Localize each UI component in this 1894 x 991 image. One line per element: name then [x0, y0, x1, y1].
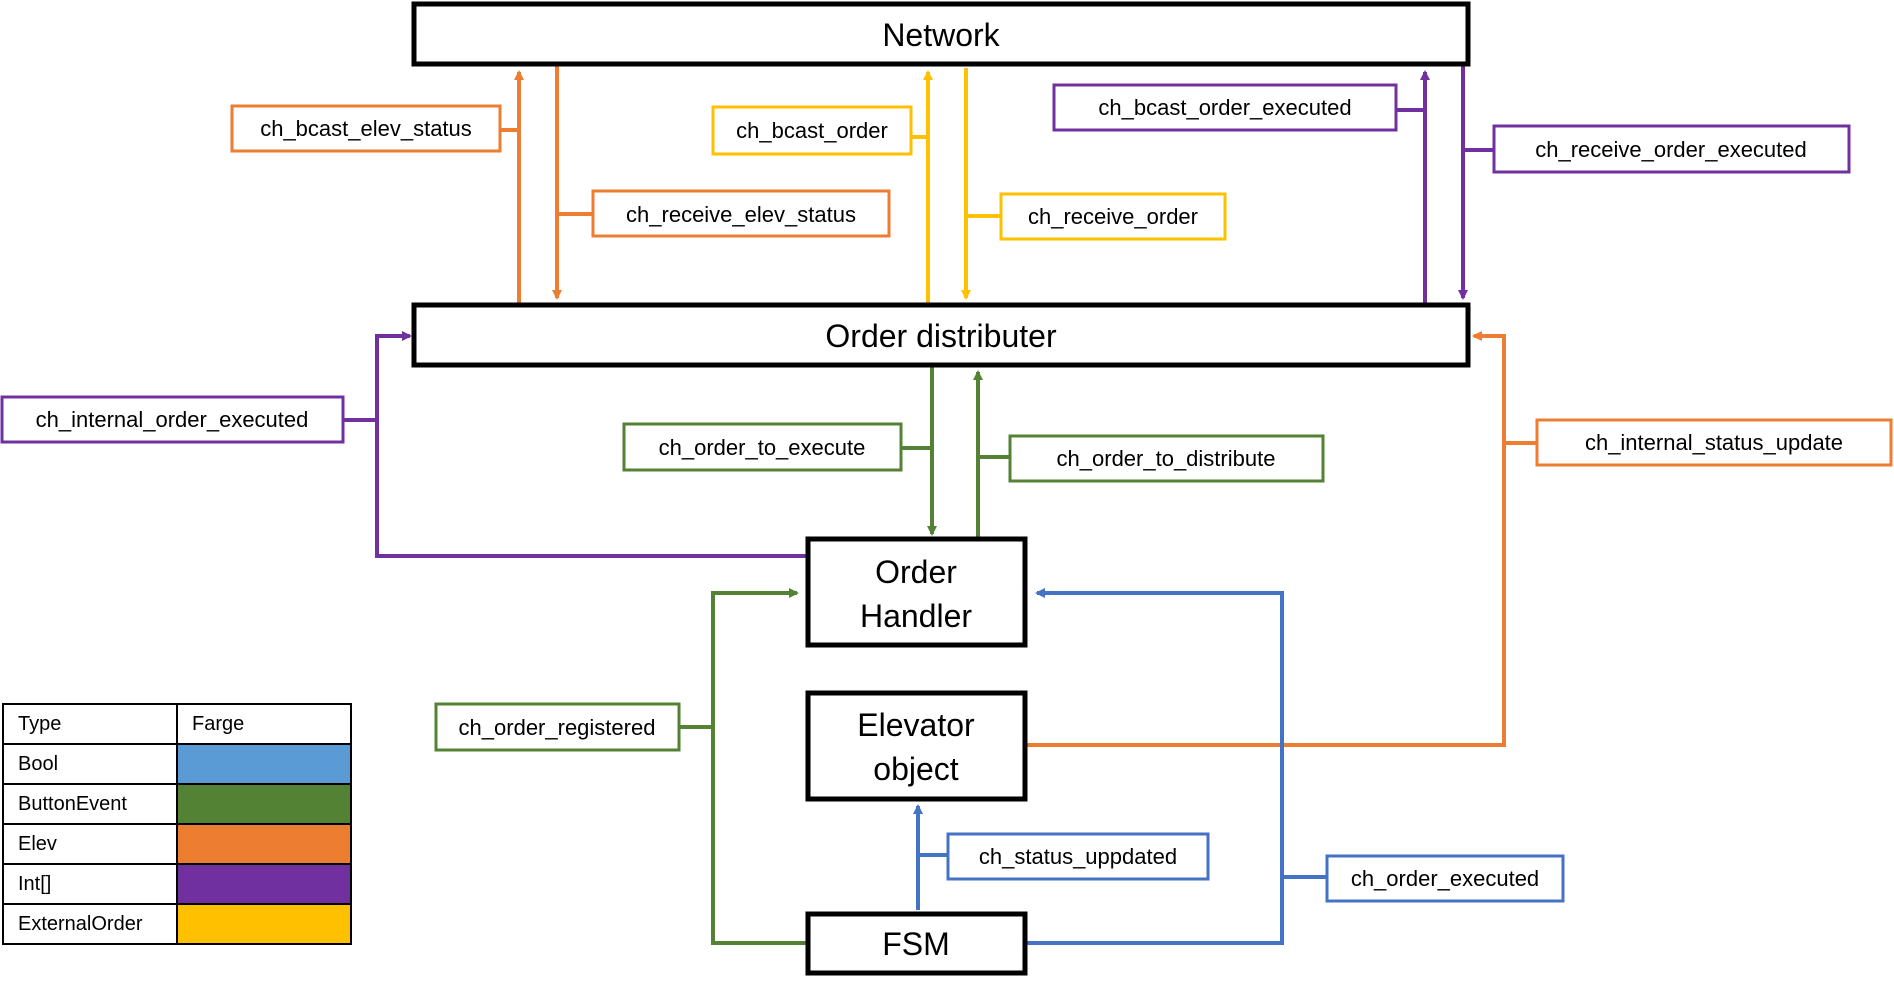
label-bcast-elev-status: ch_bcast_elev_status [230, 104, 502, 153]
legend-color-swatch [176, 863, 352, 905]
node-fsm: FSM [805, 911, 1028, 976]
svg-text:ch_receive_order_executed: ch_receive_order_executed [1535, 137, 1807, 162]
legend-type: Int[] [2, 863, 178, 905]
legend-color-swatch [176, 823, 352, 865]
label-order-to-distribute: ch_order_to_distribute [1008, 434, 1325, 483]
svg-text:ch_order_registered: ch_order_registered [459, 715, 656, 740]
label-receive-order-executed: ch_receive_order_executed [1492, 124, 1851, 174]
edge-internal-status-update [1026, 331, 1506, 747]
svg-text:ch_receive_elev_status: ch_receive_elev_status [626, 202, 856, 227]
svg-text:ch_status_uppdated: ch_status_uppdated [979, 844, 1177, 869]
label-internal-status-update: ch_internal_status_update [1535, 418, 1893, 467]
legend-header-color: Farge [176, 703, 352, 745]
label-receive-elev-status: ch_receive_elev_status [591, 189, 891, 238]
channel-labels: ch_bcast_elev_status ch_receive_elev_sta… [0, 83, 1893, 903]
legend-header-type: Type [2, 703, 178, 745]
label-receive-order: ch_receive_order [999, 192, 1227, 241]
node-order-handler-label-line1: Order [875, 554, 957, 590]
legend-row: Elev [2, 823, 352, 865]
svg-text:ch_order_to_execute: ch_order_to_execute [659, 435, 866, 460]
connectors [343, 66, 1537, 945]
edge-order-executed [1026, 588, 1284, 945]
node-network: Network [411, 1, 1471, 67]
legend-type: Elev [2, 823, 178, 865]
label-bcast-order-executed: ch_bcast_order_executed [1052, 83, 1398, 132]
legend-row: ButtonEvent [2, 783, 352, 825]
legend-color-swatch [176, 903, 352, 945]
node-elevator-object-label-line2: object [873, 751, 959, 787]
label-internal-order-executed: ch_internal_order_executed [0, 395, 345, 444]
label-bcast-order: ch_bcast_order [711, 105, 913, 156]
node-fsm-label: FSM [882, 926, 950, 962]
node-order-distributer-label: Order distributer [825, 318, 1057, 354]
legend-row: ExternalOrder [2, 903, 352, 945]
legend-type: ButtonEvent [2, 783, 178, 825]
legend-type: ExternalOrder [2, 903, 178, 945]
svg-text:ch_bcast_elev_status: ch_bcast_elev_status [260, 116, 472, 141]
svg-text:ch_internal_status_update: ch_internal_status_update [1585, 430, 1843, 455]
label-order-executed: ch_order_executed [1325, 854, 1565, 903]
legend-row: Bool [2, 743, 352, 785]
node-order-handler-label-line2: Handler [860, 598, 972, 634]
svg-text:ch_internal_order_executed: ch_internal_order_executed [36, 407, 309, 432]
node-elevator-object-label-line1: Elevator [857, 707, 975, 743]
svg-text:ch_receive_order: ch_receive_order [1028, 204, 1198, 229]
legend-row: Int[] [2, 863, 352, 905]
label-status-uppdated: ch_status_uppdated [946, 832, 1210, 881]
edge-internal-order-executed [375, 331, 806, 558]
label-order-to-execute: ch_order_to_execute [622, 422, 903, 472]
svg-text:ch_bcast_order: ch_bcast_order [736, 118, 888, 143]
svg-text:ch_order_to_distribute: ch_order_to_distribute [1057, 446, 1276, 471]
node-network-label: Network [882, 17, 1000, 53]
node-elevator-object: Elevator object [805, 690, 1028, 802]
legend-color-swatch [176, 743, 352, 785]
legend-header-row: Type Farge [2, 703, 352, 745]
svg-text:ch_order_executed: ch_order_executed [1351, 866, 1539, 891]
type-color-legend: Type Farge Bool ButtonEvent Elev Int[] E… [2, 703, 352, 945]
node-order-handler: Order Handler [805, 536, 1028, 648]
label-order-registered: ch_order_registered [434, 702, 681, 752]
legend-color-swatch [176, 783, 352, 825]
node-order-distributer: Order distributer [411, 302, 1471, 368]
legend-type: Bool [2, 743, 178, 785]
svg-text:ch_bcast_order_executed: ch_bcast_order_executed [1098, 95, 1351, 120]
edge-order-registered [711, 588, 806, 945]
